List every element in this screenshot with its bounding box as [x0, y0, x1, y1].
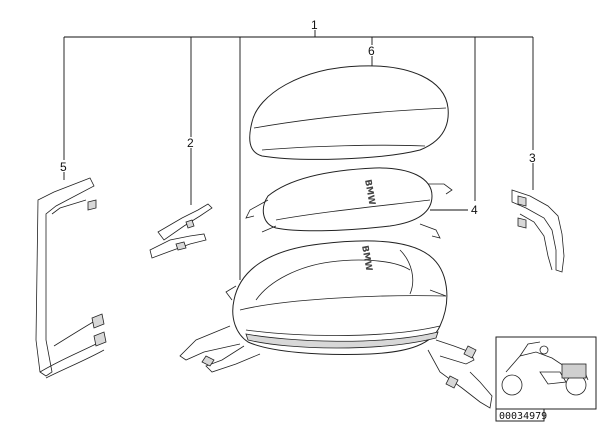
- drawing-code-label: 00034979: [495, 408, 547, 422]
- mounting-frame-part-5: [35, 177, 107, 379]
- motorcycle-thumbnail: [495, 336, 597, 410]
- callout-2: 2: [187, 136, 194, 150]
- callout-3: 3: [529, 151, 536, 165]
- case-main-body-part: BMW: [225, 240, 448, 355]
- callout-5: 5: [60, 160, 67, 174]
- case-mounting-brackets-part: [179, 325, 493, 409]
- bracket-part-3: [511, 189, 565, 273]
- brand-text-middle: BMW: [362, 179, 376, 206]
- drawing-code-text: 00034979: [499, 411, 547, 422]
- brand-text-main: BMW: [359, 245, 373, 272]
- leader-lines: [63, 30, 534, 280]
- case-lid-part: [249, 65, 449, 160]
- case-inner-shell-part: BMW: [245, 167, 453, 239]
- callout-6: 6: [368, 44, 375, 58]
- callout-4: 4: [471, 203, 478, 217]
- bracket-set-part-2: [149, 203, 213, 259]
- callout-1: 1: [311, 18, 318, 32]
